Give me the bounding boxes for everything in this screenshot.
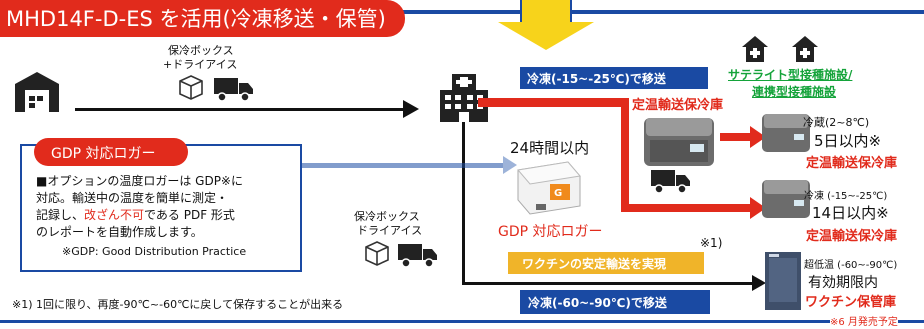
transport-fridge-image xyxy=(644,118,714,166)
satellite-label-line1: サテライト型接種施設/ xyxy=(728,68,853,82)
yellow-arrow-head xyxy=(498,22,594,50)
transport-fridge-label: 定温輸送保冷庫 xyxy=(630,94,726,113)
vaccine-banner-label: ワクチンの安定輸送を実現 xyxy=(522,257,667,271)
truck-icon xyxy=(214,78,253,102)
flow-line-bottom xyxy=(462,282,757,285)
dest1-temp: 冷蔵(2~8℃) xyxy=(803,116,870,129)
page-title: MHD14F-D-ES を活用(冷凍移送・保管) xyxy=(6,7,386,31)
ultra-transport-banner xyxy=(520,290,710,314)
dest3-freezer-image xyxy=(765,252,801,310)
origin-note-line2: +ドライアイス xyxy=(163,58,238,71)
gdp-desc-line3: 記録し、改ざん不可である PDF 形式 xyxy=(36,206,235,223)
flow-arrow-main-head xyxy=(403,100,419,118)
hospital-vertical-line xyxy=(462,122,465,284)
footnote-marker: ※1) xyxy=(700,236,723,250)
red-flow-horizontal-top xyxy=(478,98,628,107)
gdp-desc-tamper: 改ざん不可 xyxy=(84,208,145,222)
flow-line-bottom-head xyxy=(752,275,766,291)
bottom-line xyxy=(0,320,924,323)
gdp-footnote: ※GDP: Good Distribution Practice xyxy=(62,245,247,258)
dest2-duration: 14日以内※ xyxy=(812,204,889,222)
dest2-temp: 冷凍 (-15~-25℃) xyxy=(804,191,888,202)
satellite-label-line2: 連携型接種施設 xyxy=(752,85,837,99)
dest1-duration: 5日以内※ xyxy=(814,132,882,150)
mid-note-line1: 保冷ボックス xyxy=(354,210,420,223)
cooler-box-icon xyxy=(179,75,203,100)
svg-text:G: G xyxy=(554,188,562,199)
dest3-release: ※6 月発売予定 xyxy=(830,313,898,328)
truck-icon-2 xyxy=(651,170,690,194)
house-plus-icon-1 xyxy=(742,36,768,62)
warehouse-icon xyxy=(15,72,59,112)
truck-icon-3 xyxy=(398,244,437,268)
dest3-line2: ワクチン保管庫 xyxy=(805,295,897,310)
gdp-logger-label: GDP 対応ロガー xyxy=(498,224,603,240)
blue-connector-head xyxy=(503,156,517,174)
gdp-desc-line3c: である PDF 形式 xyxy=(144,208,235,222)
ultra-transport-label: 冷凍(-60~-90℃)で移送 xyxy=(528,296,667,310)
dest3-line1: 有効期限内 xyxy=(808,275,878,291)
vaccine-banner xyxy=(508,252,704,274)
origin-note-line1: 保冷ボックス xyxy=(168,44,234,57)
yellow-arrow-stem xyxy=(520,0,572,22)
bottom-note: ※1) 1回に限り、再度-90℃~-60℃に戻して保存することが出来る xyxy=(12,298,344,311)
mid-note-line2: ドライアイス xyxy=(357,224,423,237)
title-banner xyxy=(0,0,405,37)
freeze-transport-banner xyxy=(520,67,708,89)
blue-connector xyxy=(205,163,505,168)
gdp-desc-line2: 対応。輸送中の温度を簡単に測定・ xyxy=(36,191,229,205)
gdp-panel-header xyxy=(34,138,188,166)
dest3-temp: 超低温 (-60~-90℃) xyxy=(804,260,898,271)
cooler-box-icon-2 xyxy=(365,241,389,266)
dest1-fridge-image xyxy=(762,114,810,152)
freeze-transport-label: 冷凍(-15~-25℃)で移送 xyxy=(527,72,666,86)
gdp-desc-line4: のレポートを自動作成します。 xyxy=(36,225,203,239)
red-flow-diag1 xyxy=(720,133,752,141)
red-flow-to-dest1 xyxy=(621,98,629,106)
red-flow-vertical xyxy=(621,98,629,210)
gdp-logger-image: G xyxy=(517,161,581,215)
gdp-desc-line1: ■オプションの温度ロガーは GDP※に xyxy=(36,174,243,188)
gdp-panel-title: GDP 対応ロガー xyxy=(51,146,156,162)
gdp-desc-line3a: 記録し、 xyxy=(36,208,85,222)
title-line xyxy=(0,10,924,14)
flow-arrow-main xyxy=(75,108,405,111)
house-plus-icon-2 xyxy=(792,36,818,62)
dest2-label: 定温輸送保冷庫 xyxy=(806,229,898,244)
red-flow-bottom xyxy=(621,204,753,212)
within-24h-label: 24時間以内 xyxy=(510,139,590,157)
hospital-icon xyxy=(440,74,488,122)
dest1-label: 定温輸送保冷庫 xyxy=(806,156,898,171)
dest2-fridge-image xyxy=(762,180,810,218)
